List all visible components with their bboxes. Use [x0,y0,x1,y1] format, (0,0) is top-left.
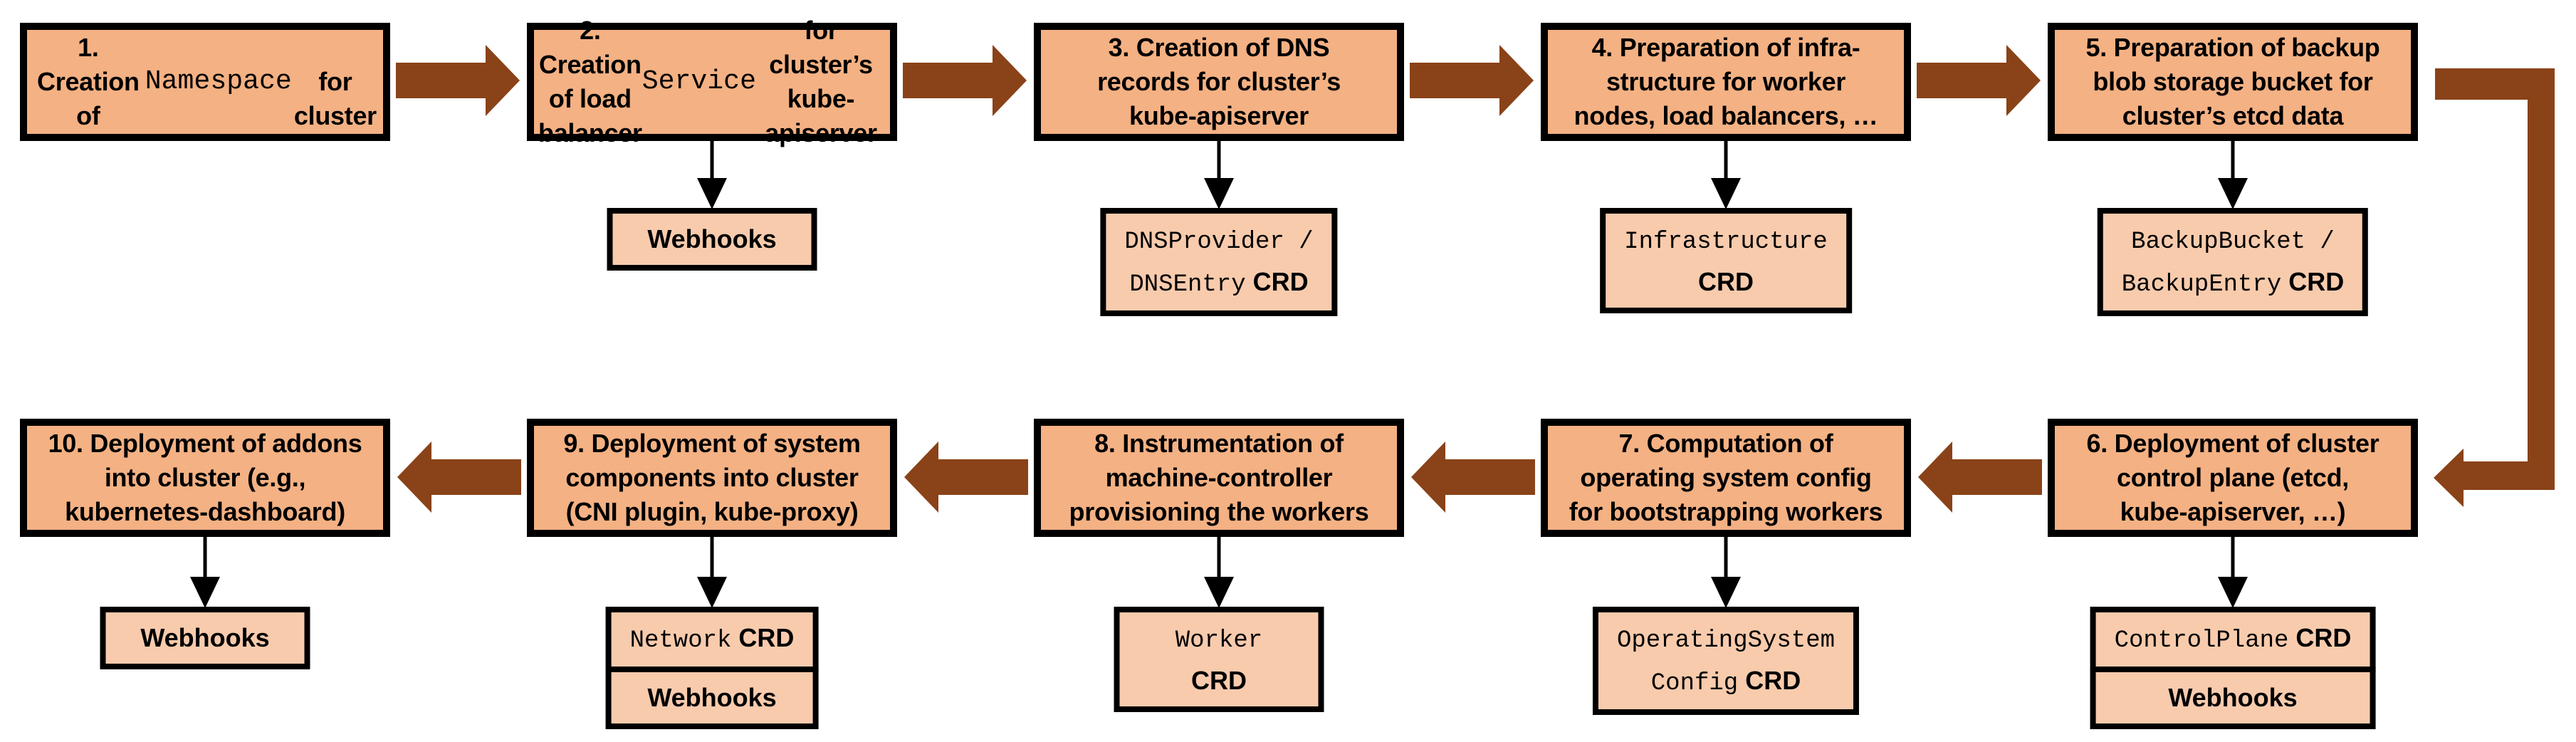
step-9-subs: Network CRD Webhooks [605,607,819,729]
label-text: Webhooks [647,224,777,254]
down-arrow-icon [697,141,727,209]
step-5-box: 5. Preparation of backup blob storage bu… [2048,23,2418,141]
step-2-box: 2. Creation of load balancer Service for… [527,16,897,147]
code-term: Service [642,66,756,97]
label-text: for cluster [293,67,377,130]
label-text: 3. Creation of DNS records for cluster’s… [1097,33,1341,130]
flow-arrow-left-icon [904,441,1028,513]
label-text: 10. Deployment of addons into cluster (e… [48,429,362,526]
step-3-subs: DNSProvider / DNSEntry CRD [1100,208,1338,316]
step-3-dnsprovider-dnsentry-crd-box: DNSProvider / DNSEntry CRD [1100,208,1338,316]
down-arrow-icon [190,534,220,608]
code-term: Namespace [145,66,292,97]
label-text: Webhooks [647,683,777,712]
label-text: 6. Deployment of cluster control plane (… [2086,429,2379,526]
step-7-box: 7. Computation of operating system confi… [1541,419,1911,537]
step-6-subs: ControlPlane CRD Webhooks [2090,607,2376,729]
down-arrow-icon [2218,141,2248,209]
code-term: Worker [1175,627,1263,654]
label-text: 7. Computation of operating system confi… [1569,429,1883,526]
step-2-webhooks-box: Webhooks [607,208,817,271]
label-text: CRD [2288,623,2352,652]
step-6-controlplane-crd-box: ControlPlane CRD [2090,607,2376,672]
label-text: CRD [1245,267,1309,296]
label-text: 1. Creation of [37,33,140,130]
label-text: CRD [1698,267,1754,296]
code-term: Network [629,627,732,654]
step-4-infrastructure-crd-box: Infrastructure CRD [1600,208,1852,313]
step-9-webhooks-box: Webhooks [605,667,819,729]
down-arrow-icon [697,534,727,608]
label-text: for cluster’s kube-apiserver [765,16,877,147]
code-term: BackupBucket / BackupEntry [2121,229,2335,298]
step-8-box: 8. Instrumentation of machine-controller… [1034,419,1404,537]
step-8-subs: Worker CRD [1114,607,1324,712]
down-arrow-icon [1711,141,1741,209]
step-9-network-crd-box: Network CRD [605,607,819,672]
step-8-worker-crd-box: Worker CRD [1114,607,1324,712]
step-6-box: 6. Deployment of cluster control plane (… [2048,419,2418,537]
label-text: Webhooks [2168,683,2298,712]
down-arrow-icon [2218,534,2248,608]
flow-arrow-left-icon [397,441,521,513]
step-10-box: 10. Deployment of addons into cluster (e… [20,419,390,537]
code-term: ControlPlane [2114,627,2289,654]
step-10-webhooks-box: Webhooks [100,607,310,669]
flow-arrow-right-icon [1410,45,1534,116]
label-text: CRD [731,623,795,652]
code-term: DNSProvider / DNSEntry [1124,229,1314,298]
step-6-webhooks-box: Webhooks [2090,667,2376,729]
flow-arrow-right-icon [396,45,520,116]
label-text: 9. Deployment of system components into … [563,429,861,526]
code-term: Infrastructure [1624,229,1828,256]
step-10-subs: Webhooks [100,607,310,669]
label-text: 8. Instrumentation of machine-controller… [1069,429,1369,526]
step-9-box: 9. Deployment of system components into … [527,419,897,537]
label-text: Webhooks [140,623,270,652]
label-text: CRD [1738,666,1801,695]
step-2-subs: Webhooks [607,208,817,271]
step-5-backupbucket-backupentry-crd-box: BackupBucket / BackupEntry CRD [2097,208,2369,316]
label-text: 5. Preparation of backup blob storage bu… [2085,33,2380,130]
label-text: 2. Creation of load balancer [538,16,642,147]
flow-arrow-left-icon [1918,441,2042,513]
down-arrow-icon [1711,534,1741,608]
label-text: CRD [2281,267,2345,296]
step-7-subs: OperatingSystem Config CRD [1592,607,1860,715]
down-arrow-icon [1204,534,1234,608]
down-arrow-icon [1204,141,1234,209]
flow-arrow-right-icon [903,45,1027,116]
flow-arrow-right-icon [1917,45,2041,116]
flow-arrow-elbow-icon [2434,68,2555,507]
step-4-subs: Infrastructure CRD [1600,208,1852,313]
label-text: 4. Preparation of infra- structure for w… [1574,33,1878,130]
step-4-box: 4. Preparation of infra- structure for w… [1541,23,1911,141]
step-7-operatingsystemconfig-crd-box: OperatingSystem Config CRD [1592,607,1860,715]
step-5-subs: BackupBucket / BackupEntry CRD [2097,208,2369,316]
code-term: OperatingSystem Config [1616,627,1836,697]
label-text: CRD [1191,666,1247,695]
step-3-box: 3. Creation of DNS records for cluster’s… [1034,23,1404,141]
flow-arrow-left-icon [1411,441,1535,513]
step-1-box: 1. Creation of Namespace for cluster [20,23,390,141]
